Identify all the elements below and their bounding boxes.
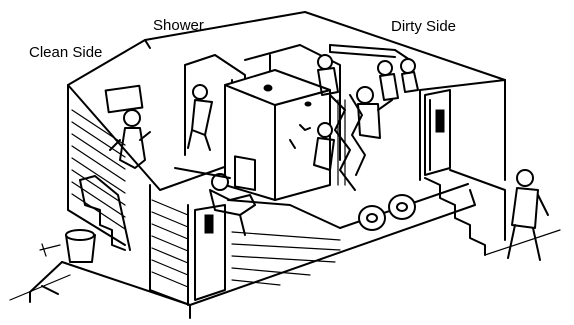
bucket <box>40 230 95 262</box>
ground-line-right <box>485 230 560 255</box>
dirty-side-shelf <box>330 45 410 60</box>
worker-dirty-2 <box>357 87 392 138</box>
clean-side-door <box>195 205 225 300</box>
worker-dirty-4 <box>401 59 418 92</box>
dirty-side-label: Dirty Side <box>391 19 456 34</box>
clean-side-window <box>106 86 143 113</box>
worker-shower-1 <box>188 85 212 150</box>
worker-outside <box>508 170 548 260</box>
dirty-side-steps <box>425 170 505 255</box>
ground-line <box>10 275 70 300</box>
dirty-side-curtain <box>330 95 365 190</box>
shower-label: Shower <box>153 18 204 33</box>
worker-dirty-3 <box>378 61 398 100</box>
dirty-side-door <box>425 90 450 175</box>
clean-side-label: Clean Side <box>29 45 102 60</box>
clean-side-wall <box>68 95 190 305</box>
